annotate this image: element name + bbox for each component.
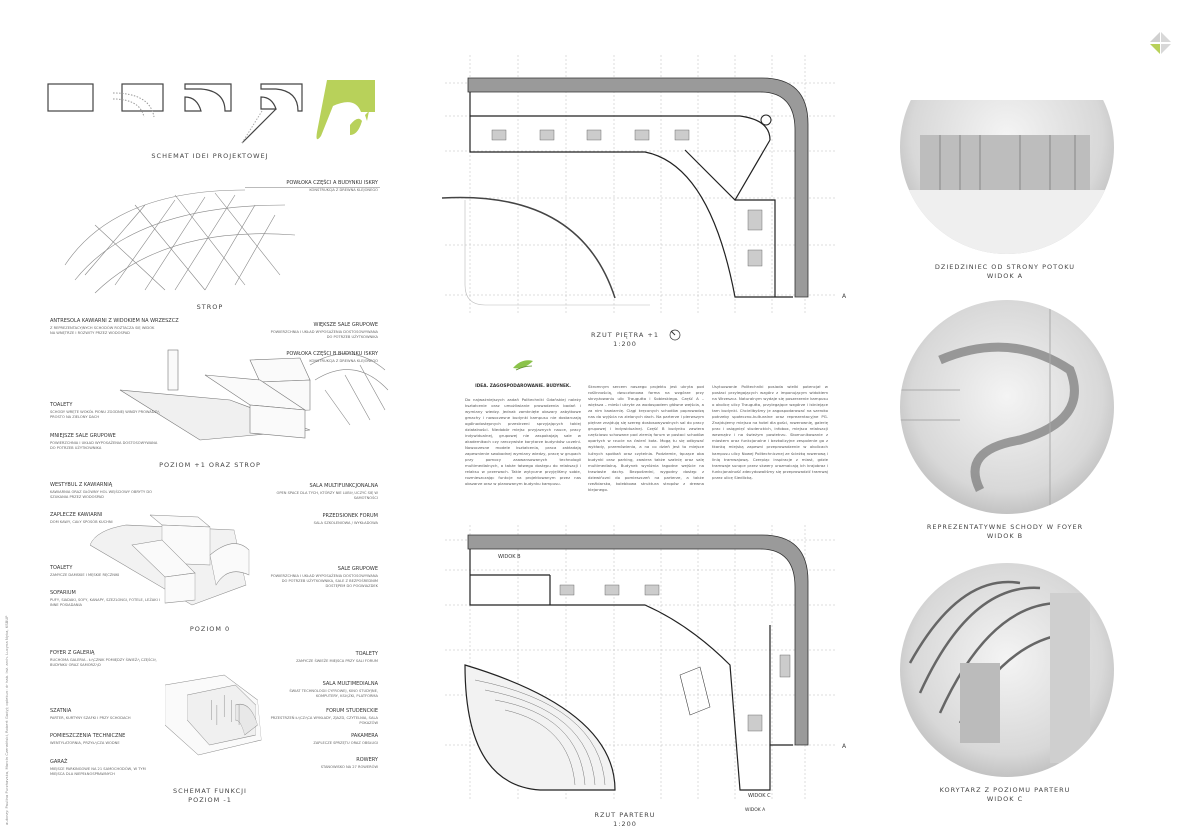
- upper-floor-plan: A: [441, 55, 847, 315]
- view-a-title: DZIEDZINIEC OD STRONY POTOKU: [934, 263, 1076, 271]
- view-b-sub: WIDOK B: [986, 532, 1024, 540]
- idea-schema-diagram: [47, 80, 375, 144]
- render-view-a: [900, 100, 1114, 254]
- render-view-c: [900, 563, 1114, 777]
- logo-icon: [1150, 32, 1171, 54]
- view-marker-b: WIDOK B: [498, 554, 521, 560]
- level-minus1-title: SCHEMAT FUNKCJI: [173, 787, 247, 795]
- level-minus1-axonometric: [165, 674, 262, 756]
- label-antresola: ANTRESOLA KAWIARNI Z WIDOKIEM NA WRZESZC…: [50, 318, 179, 336]
- north-arrow-icon: [669, 329, 681, 341]
- level-plus1-title: POZIOM +1 ORAZ STROP: [159, 461, 261, 469]
- upper-plan-title: RZUT PIĘTRA +1: [590, 331, 660, 339]
- roof-title: STROP: [196, 303, 224, 311]
- section-mark-upper: A: [842, 293, 847, 300]
- text-column-2: Skromnym sercem naszego projektu jest uk…: [588, 384, 704, 492]
- ground-floor-plan: WIDOK B WIDOK C A: [445, 525, 847, 800]
- label-szatnia: SzatniaPARTER, KURTYNY SZAFKI I PRZY SCH…: [50, 708, 131, 720]
- section-mark-ground: A: [842, 743, 847, 750]
- upper-plan-scale: 1:200: [613, 340, 637, 348]
- view-a-sub: WIDOK A: [986, 272, 1024, 280]
- level-plus1-axonometric: [119, 349, 389, 441]
- view-c-title: KORYTARZ Z POZIOMU PARTERU: [939, 786, 1071, 794]
- ground-plan-title: RZUT PARTERU: [594, 811, 656, 819]
- level-0-title: POZIOM 0: [189, 625, 231, 633]
- ground-plan-scale: 1:200: [613, 820, 637, 828]
- credits: autorzy: Paulina Purzhavska, Marcin Czer…: [4, 615, 9, 825]
- view-c-sub: WIDOK C: [986, 795, 1024, 803]
- level-0-axonometric: [90, 514, 250, 606]
- view-marker-c: WIDOK C: [748, 793, 771, 799]
- render-view-b: [900, 300, 1114, 514]
- text-column-3: Usytuowanie Politechniki posiada wielki …: [712, 384, 828, 480]
- idea-schema-title: SCHEMAT IDEI PROJEKTOWEJ: [151, 152, 269, 160]
- label-toalety-m1: ToaletyZAMYCZE ŚWIEŻE MIEJSCA PRZY SALI …: [296, 651, 378, 663]
- roof-shell-drawing: [64, 189, 296, 294]
- level-minus1-subtitle: POZIOM -1: [188, 796, 232, 804]
- text-column-1: IDEA. ZAGOSPODAROWANIE. BUDYNEK.Do najwa…: [465, 384, 581, 487]
- view-marker-a: WIDOK A: [745, 808, 766, 813]
- leaf-icon: [513, 360, 533, 371]
- view-b-title: REPREZENTATYWNE SCHODY W FOYER: [926, 523, 1084, 531]
- label-toalety-1: ToaletySCHODY WRĘTE WOKÓŁ PIONU ZGODNEJ …: [50, 402, 160, 420]
- label-toalety-0: ToaletyZAMYCZE DAMSKIE I MĘSKIE RĘCZNIKI: [50, 565, 120, 577]
